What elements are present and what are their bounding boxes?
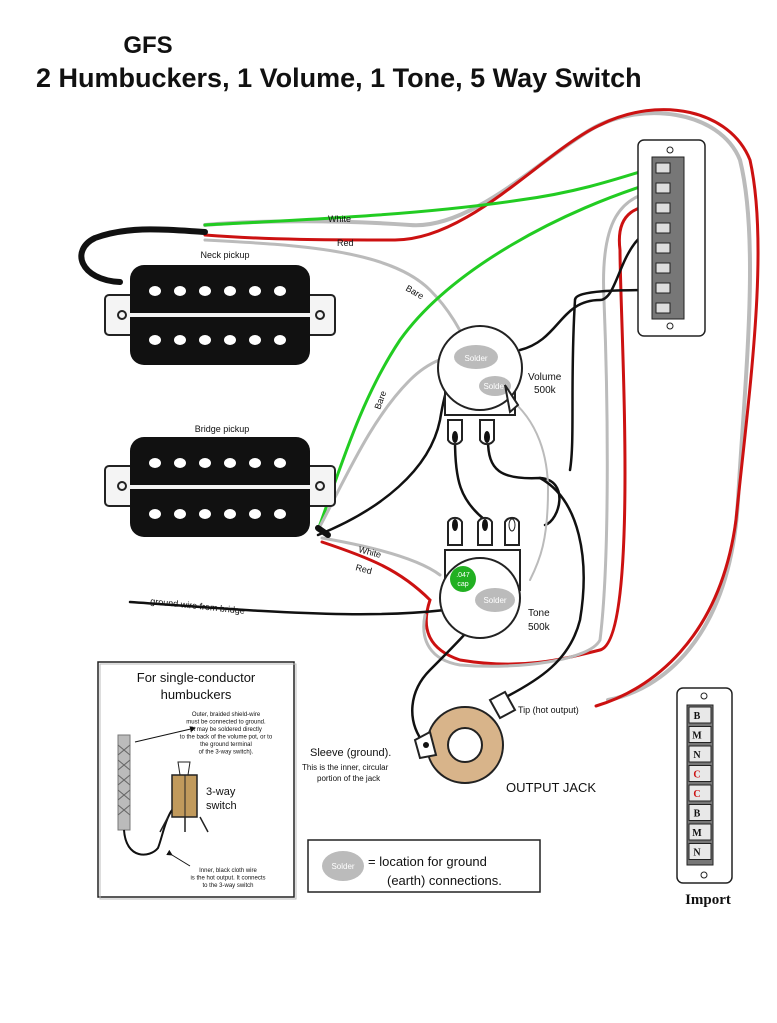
import-switch-label: B [694, 809, 701, 820]
five-way-switch [637, 139, 706, 337]
output-jack: Tip (hot output) Sleeve (ground). This i… [302, 690, 596, 795]
wire-label-bare-top: Bare [404, 283, 425, 301]
import-switch-lug [688, 823, 712, 841]
shield-note-line-6: of the 3-way switch). [199, 750, 254, 756]
import-switch-label: B [694, 711, 701, 722]
import-switch-label: N [693, 848, 701, 859]
red-wire-outer [203, 108, 760, 708]
shield-note-line-2: must be connected to ground. [186, 720, 266, 726]
hot-wire-note-line-2: is the hot output. It connects [190, 876, 265, 882]
cap-label: cap [457, 581, 468, 588]
black-wire-vol-tone-1 [453, 438, 487, 522]
import-switch-label: M [692, 731, 702, 742]
braided-shield-wire [117, 734, 131, 831]
bridge-pickup: Bridge pickup [104, 424, 336, 537]
tone-value: 500k [528, 622, 551, 633]
wire-label-red-top: Red [337, 238, 354, 248]
cap-value: .047 [456, 572, 470, 579]
jack-sleeve-line3: portion of the jack [317, 774, 381, 783]
white-wire-bridge [320, 536, 442, 577]
grey-wire-vol-tone [504, 394, 550, 581]
green-wire-neck [203, 163, 664, 227]
jack-sleeve-line2: This is the inner, circular [302, 763, 389, 772]
legend-line-1: = location for ground [368, 854, 487, 869]
tone-label: Tone [528, 608, 550, 619]
volume-solder-label-1: Solder [464, 354, 487, 363]
shield-note-line-1: Outer, braided shield-wire [192, 712, 261, 718]
neck-lead-cable [78, 226, 208, 285]
import-switch-lug [688, 765, 712, 782]
legend-solder-label: Solder [331, 862, 354, 871]
tone-solder-label: Solder [483, 596, 506, 605]
pole-pieces [149, 458, 286, 519]
shield-note-line-4: to the back of the volume pot, or to [180, 735, 273, 741]
import-switch-lug [688, 784, 712, 802]
import-switch-lug [688, 843, 712, 860]
three-way-label-1: 3-way [206, 786, 236, 798]
ground-wire-label: ground wire from bridge [150, 596, 246, 616]
three-way-label-2: switch [206, 800, 237, 812]
white-wire-switch [422, 188, 664, 668]
import-switch-lug [688, 726, 712, 743]
volume-label: Volume [528, 372, 562, 383]
neck-pickup-label: Neck pickup [200, 250, 249, 260]
brand-label: GFS [123, 32, 172, 59]
solder-legend: Solder = location for ground (earth) con… [307, 839, 541, 893]
pole-pieces [149, 286, 286, 345]
volume-value: 500k [534, 385, 557, 396]
shield-note-line-5: the ground terminal [200, 742, 252, 748]
jack-tip-label: Tip (hot output) [518, 705, 579, 715]
import-switch-label: N [693, 750, 701, 761]
inset-title-2: humbuckers [161, 687, 232, 702]
hot-wire-note-line-1: Inner, black cloth wire [199, 868, 257, 874]
bridge-pickup-label: Bridge pickup [195, 424, 250, 434]
import-switch-label: C [693, 770, 700, 781]
legend-line-2: (earth) connections. [387, 873, 502, 888]
black-wire-tip [498, 476, 585, 702]
wire-label-white-top: White [328, 214, 351, 224]
hot-wire-note-line-3: to the 3-way switch [202, 883, 253, 889]
shield-note-line-3: (it may be soldered directly [190, 727, 262, 733]
import-switch-lug [688, 804, 712, 821]
import-switch-label: M [692, 828, 702, 839]
single-conductor-inset: For single-conductor humbuckers Outer, b… [97, 661, 297, 900]
capacitor [450, 566, 476, 592]
import-switch-lug [688, 745, 712, 763]
diagram-title: 2 Humbuckers, 1 Volume, 1 Tone, 5 Way Sw… [36, 63, 642, 93]
wire-group [78, 108, 760, 747]
bare-wire-neck [203, 238, 472, 352]
black-wire-switch-lower [568, 288, 664, 472]
green-wire-bridge [316, 178, 664, 532]
output-jack-label: OUTPUT JACK [506, 780, 596, 795]
white-wire-outer [203, 111, 753, 702]
neck-pickup: Neck pickup [104, 250, 336, 365]
volume-pot: Solder Solder Volume 500k [437, 325, 562, 446]
import-caption: Import [685, 892, 731, 908]
import-switch-lug [688, 706, 712, 724]
tone-pot: .047 cap Solder Tone 500k [439, 516, 551, 639]
bridge-lead-stub [315, 525, 331, 538]
jack-sleeve-title: Sleeve (ground). [310, 747, 391, 759]
volume-solder-label-2: Solder [483, 382, 506, 391]
black-wire-switch-volume [518, 226, 664, 352]
wire-label-red-bottom: Red [354, 562, 373, 576]
import-switch-label: C [693, 789, 700, 800]
inset-title-1: For single-conductor [137, 670, 256, 685]
